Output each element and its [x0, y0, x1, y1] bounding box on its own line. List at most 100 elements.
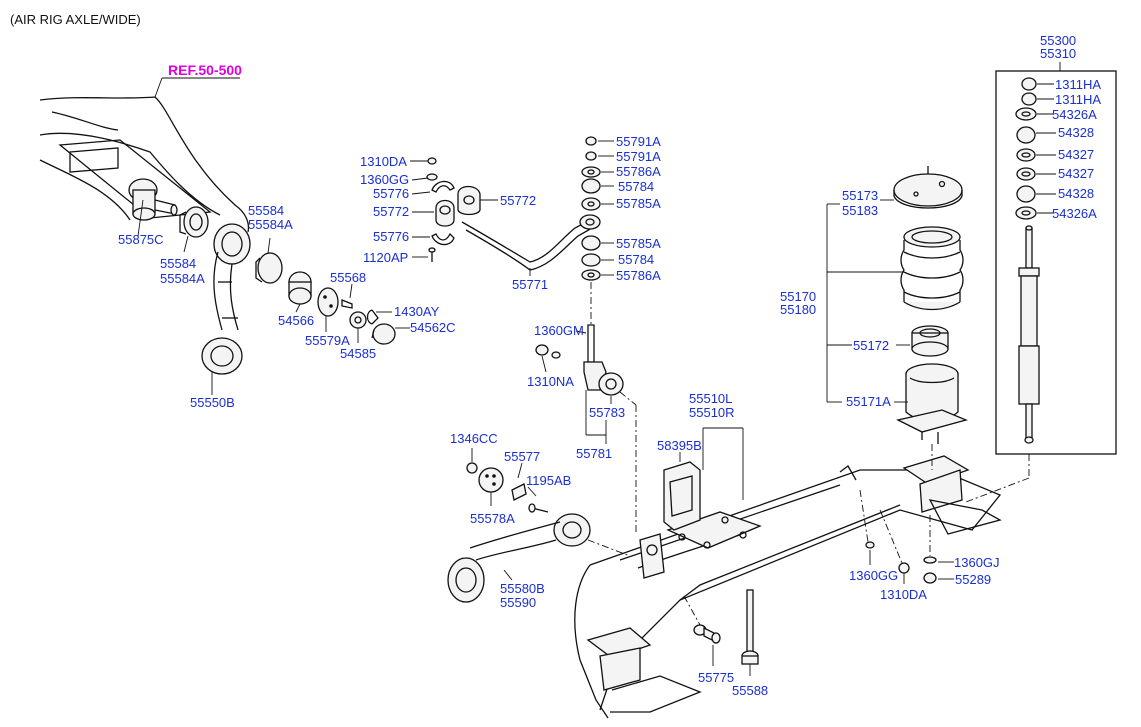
bolt-1120AP: [428, 247, 436, 262]
label-1430AY[interactable]: 1430AY: [394, 304, 440, 319]
washer-1360GG-lower: [865, 541, 875, 549]
label-54327-a[interactable]: 54327: [1058, 147, 1094, 162]
label-54562C[interactable]: 54562C: [410, 320, 456, 335]
label-55584-left[interactable]: 55584: [160, 256, 196, 271]
washer-54327-b: [1016, 167, 1036, 181]
bushing-54328-a: [1016, 126, 1036, 144]
label-55584A-right[interactable]: 55584A: [248, 217, 293, 232]
bushing-55875C: [128, 178, 178, 221]
shock-absorber-box: [995, 62, 1117, 455]
label-55791A-a[interactable]: 55791A: [616, 134, 661, 149]
label-55783[interactable]: 55783: [589, 405, 625, 420]
label-55786A-b[interactable]: 55786A: [616, 268, 661, 283]
bushing-55784-b: [581, 253, 601, 267]
bracket-line-55170: [826, 203, 904, 403]
label-55781[interactable]: 55781: [576, 446, 612, 461]
label-1120AP[interactable]: 1120AP: [363, 250, 408, 265]
label-55776-top[interactable]: 55776: [373, 186, 409, 201]
label-55171A[interactable]: 55171A: [846, 394, 891, 409]
washer-1360GG: [426, 173, 438, 181]
label-1310DA[interactable]: 1310DA: [360, 154, 407, 169]
clamp-55776-top: [431, 180, 455, 193]
clamp-55776-bottom: [431, 232, 455, 246]
label-55180[interactable]: 55180: [780, 302, 816, 317]
label-55183[interactable]: 55183: [842, 203, 878, 218]
label-1310NA[interactable]: 1310NA: [527, 374, 574, 389]
label-1310DA-lower[interactable]: 1310DA: [880, 587, 927, 602]
label-55172[interactable]: 55172: [853, 338, 889, 353]
label-55579A[interactable]: 55579A: [305, 333, 350, 348]
label-54566[interactable]: 54566: [278, 313, 314, 328]
label-55772-right[interactable]: 55772: [500, 193, 536, 208]
label-55289[interactable]: 55289: [955, 572, 991, 587]
nut-55289: [923, 572, 937, 584]
bracket-55577: [511, 483, 527, 501]
label-55510R[interactable]: 55510R: [689, 405, 735, 420]
label-55776-bottom[interactable]: 55776: [373, 229, 409, 244]
axis-link-to-frame: [619, 391, 637, 406]
washer-54326A-a: [1015, 107, 1037, 121]
nut-1310DA-lower: [898, 562, 910, 574]
label-55580B[interactable]: 55580B: [500, 581, 545, 596]
label-54326A-a[interactable]: 54326A: [1052, 107, 1097, 122]
label-55510L[interactable]: 55510L: [689, 391, 732, 406]
label-1346CC[interactable]: 1346CC: [450, 431, 498, 446]
label-55300[interactable]: 55300: [1040, 33, 1076, 48]
label-1311HA-b[interactable]: 1311HA: [1055, 92, 1101, 107]
label-55791A-b[interactable]: 55791A: [616, 149, 661, 164]
pin-1430AY: [366, 309, 379, 325]
label-1360GG[interactable]: 1360GG: [360, 172, 409, 187]
label-55588[interactable]: 55588: [732, 683, 768, 698]
label-1311HA-a[interactable]: 1311HA: [1055, 77, 1101, 92]
label-54585[interactable]: 54585: [340, 346, 376, 361]
label-55310[interactable]: 55310: [1040, 46, 1076, 61]
washer-54326A-b: [1015, 206, 1037, 220]
label-54328-a[interactable]: 54328: [1058, 125, 1094, 140]
bushing-55785A-b: [581, 235, 601, 251]
label-55590[interactable]: 55590: [500, 595, 536, 610]
label-55577[interactable]: 55577: [504, 449, 540, 464]
bushing-55584: [179, 206, 209, 238]
bushing-55785A-a: [581, 197, 601, 211]
label-55784-b[interactable]: 55784: [618, 252, 654, 267]
bolt-55588: [741, 589, 759, 665]
label-55772-left[interactable]: 55772: [373, 204, 409, 219]
bolt-1310DA-top: [427, 157, 437, 165]
label-55584-right[interactable]: 55584: [248, 203, 284, 218]
label-54327-b[interactable]: 54327: [1058, 166, 1094, 181]
bolt-1195AB: [528, 503, 549, 513]
label-55784-a[interactable]: 55784: [618, 179, 654, 194]
label-1195AB[interactable]: 1195AB: [526, 473, 571, 488]
label-55786A-a[interactable]: 55786A: [616, 164, 661, 179]
label-1360GM[interactable]: 1360GM: [534, 323, 584, 338]
label-1360GJ[interactable]: 1360GJ: [954, 555, 1000, 570]
label-55173[interactable]: 55173: [842, 188, 878, 203]
label-55771[interactable]: 55771: [512, 277, 548, 292]
bushing-55772-right: [457, 185, 481, 216]
end-link-55781: [583, 324, 624, 396]
label-58395B[interactable]: 58395B: [657, 438, 702, 453]
label-55785A-a[interactable]: 55785A: [616, 196, 661, 211]
air-bag-55171A: [896, 363, 968, 444]
label-55775[interactable]: 55775: [698, 670, 734, 685]
reference-label[interactable]: REF.50-500: [168, 62, 242, 78]
washer-1360GJ: [923, 556, 937, 564]
label-55785A-b[interactable]: 55785A: [616, 236, 661, 251]
label-55584A-left[interactable]: 55584A: [160, 271, 205, 286]
bracket-58395B: [663, 461, 701, 531]
stabilizer-bar-55771: [461, 214, 601, 271]
label-55170[interactable]: 55170: [780, 289, 816, 304]
bump-stop-55172: [911, 325, 949, 357]
label-55568[interactable]: 55568: [330, 270, 366, 285]
plate-55579A: [317, 287, 353, 317]
label-55875C[interactable]: 55875C: [118, 232, 164, 247]
label-1360GG-lower[interactable]: 1360GG: [849, 568, 898, 583]
label-54326A-b[interactable]: 54326A: [1052, 206, 1097, 221]
washer-54327-a: [1016, 148, 1036, 162]
label-54328-b[interactable]: 54328: [1058, 186, 1094, 201]
label-55578A[interactable]: 55578A: [470, 511, 515, 526]
washer-1360GM: [551, 351, 561, 359]
diagram-header: (AIR RIG AXLE/WIDE): [10, 12, 141, 27]
label-55550B[interactable]: 55550B: [190, 395, 235, 410]
bushing-55784-a: [581, 178, 601, 194]
